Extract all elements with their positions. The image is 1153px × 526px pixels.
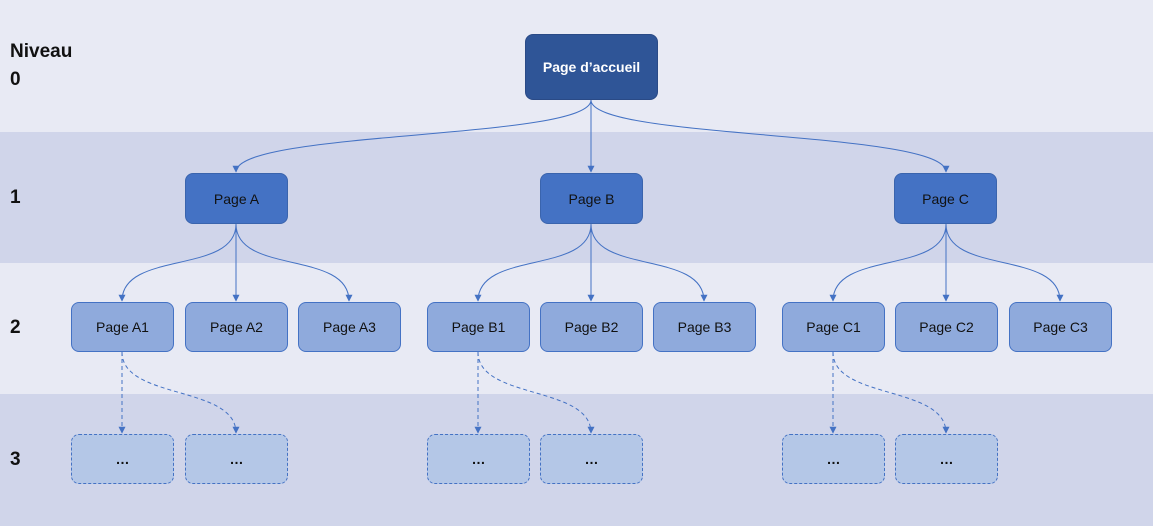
node-c1-child-2[interactable]: … (895, 434, 998, 484)
node-page-c1[interactable]: Page C1 (782, 302, 885, 352)
level-3-label: 3 (10, 449, 21, 470)
connector-a-a1 (118, 223, 237, 302)
node-page-b2[interactable]: Page B2 (540, 302, 643, 352)
connector-a-a3 (235, 223, 353, 302)
level-0-label: Niveau 0 (10, 41, 73, 90)
connector-root-c (590, 99, 950, 173)
node-page-c2[interactable]: Page C2 (895, 302, 998, 352)
node-page-b[interactable]: Page B (540, 173, 643, 224)
node-a1-child-1[interactable]: … (71, 434, 174, 484)
connector-c-c1 (829, 223, 947, 302)
node-page-c3[interactable]: Page C3 (1009, 302, 1112, 352)
connector-a1-child2 (121, 351, 240, 434)
node-home-page[interactable]: Page d’accueil (525, 34, 658, 100)
connector-c-c3 (945, 223, 1064, 302)
node-page-a1[interactable]: Page A1 (71, 302, 174, 352)
node-page-a[interactable]: Page A (185, 173, 288, 224)
node-page-a3[interactable]: Page A3 (298, 302, 401, 352)
connector-root-a (232, 99, 592, 173)
node-page-b3[interactable]: Page B3 (653, 302, 756, 352)
node-page-b1[interactable]: Page B1 (427, 302, 530, 352)
level-1-label: 1 (10, 187, 21, 208)
node-b1-child-2[interactable]: … (540, 434, 643, 484)
node-a1-child-2[interactable]: … (185, 434, 288, 484)
node-b1-child-1[interactable]: … (427, 434, 530, 484)
connector-b-b3 (590, 223, 708, 302)
node-c1-child-1[interactable]: … (782, 434, 885, 484)
level-2-label: 2 (10, 317, 21, 338)
connector-b1-child2 (477, 351, 595, 434)
node-page-c[interactable]: Page C (894, 173, 997, 224)
node-page-a2[interactable]: Page A2 (185, 302, 288, 352)
connector-b-b1 (474, 223, 592, 302)
connector-c1-child2 (832, 351, 950, 434)
